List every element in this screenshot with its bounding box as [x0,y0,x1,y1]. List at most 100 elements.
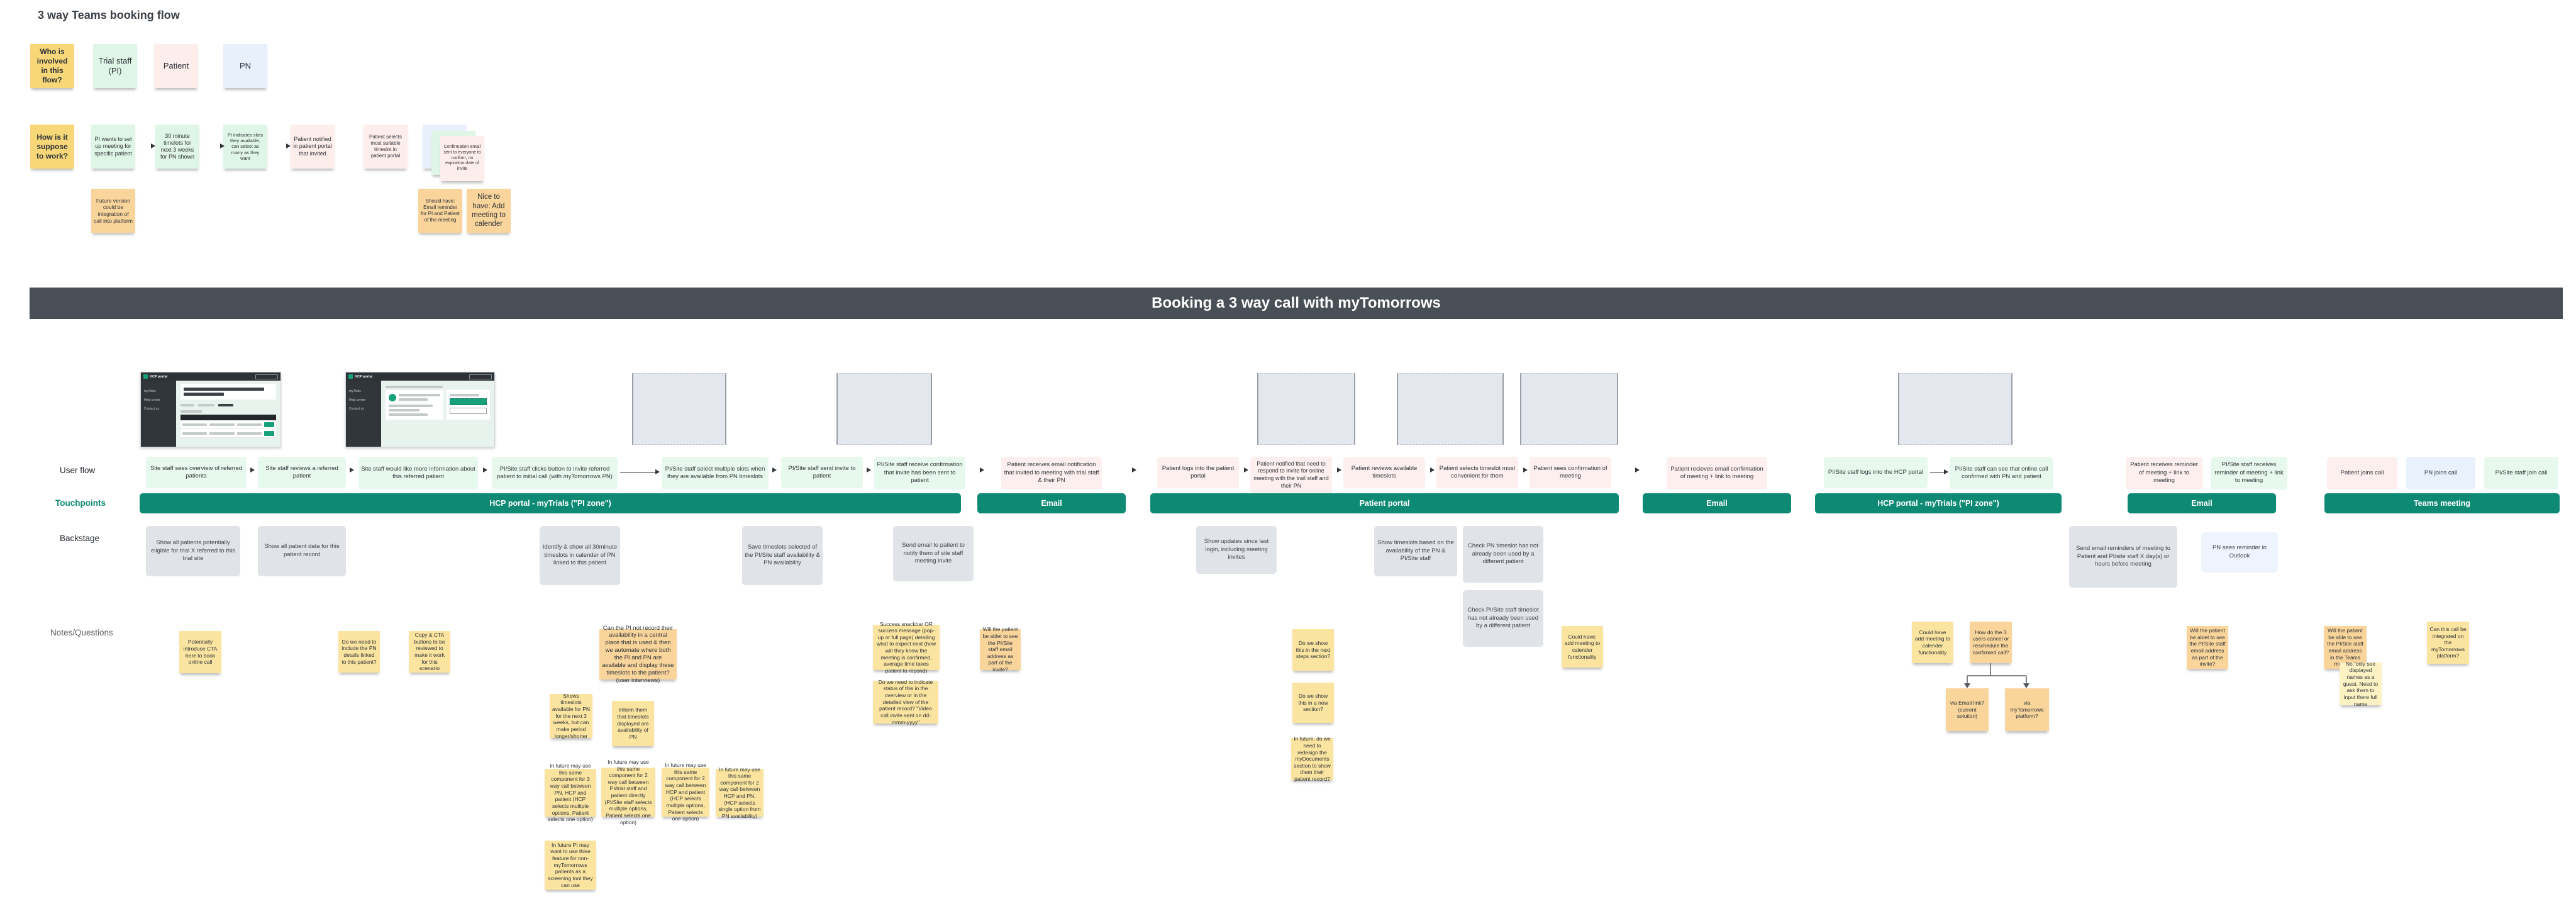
note-sticky[interactable]: In future may use this same component fo… [716,766,763,819]
backstage-card[interactable]: Show all patients potentially eligible f… [146,526,240,576]
thumb-sidebar-item: Help center [144,398,160,402]
note-sticky[interactable]: In future may use this same component fo… [545,763,596,822]
note-sticky[interactable]: Do we show this in the next steps sectio… [1292,629,1334,671]
row-label-touchpoints: Touchpoints [55,498,106,508]
note-sticky[interactable]: Shows timeslots available for PN for the… [550,693,592,739]
user-flow-step[interactable]: PI/Site staff send invite to patient [781,457,863,488]
note-sticky[interactable]: Success snackbar OR success message (pop… [873,621,940,674]
user-flow-step[interactable]: PI/Site staff receive confirmation that … [874,457,965,489]
sticky-note[interactable]: How is it suppose to work? [30,125,74,169]
note-sticky[interactable]: No, only see displayed names as a guest.… [2340,661,2382,707]
note-sticky[interactable]: In future may use this same component fo… [662,762,709,822]
thumb-app-bar: HCP portal [141,372,280,381]
sticky-note[interactable]: Future version could be integration of c… [91,189,135,233]
image-placeholder[interactable] [1898,373,2012,445]
image-placeholder[interactable] [1257,373,1355,445]
user-flow-step[interactable]: Patient sees confirmation of meeting [1530,457,1611,488]
backstage-card[interactable]: Identify & show all 30minute timeslots i… [540,526,620,585]
backstage-card[interactable]: Send email to patient to notify them of … [893,526,974,581]
note-sticky[interactable]: via myTomorrows platform? [2005,688,2049,731]
sticky-note[interactable]: Trial staff (PI) [93,44,137,88]
note-sticky[interactable]: Could have: add meeting to calender func… [1562,626,1603,668]
thumb-sidebar-item: Help center [349,398,365,402]
backstage-card[interactable]: Check PI/Site staff timeslot has not alr… [1463,590,1543,647]
backstage-card[interactable]: Show updates since last login, including… [1196,526,1277,574]
note-sticky[interactable]: Will the patient be ablet to see the PI/… [980,626,1021,673]
note-sticky[interactable]: Do we show this in a new section? [1292,683,1334,723]
user-flow-step[interactable]: Patient recieves email confirmation of m… [1667,457,1767,489]
note-sticky[interactable]: Potentially introduce CTA here to book o… [179,631,221,673]
user-flow-step[interactable]: Site staff would like more information a… [358,457,478,489]
user-flow-step[interactable]: PI/Site staff can see that online call c… [1950,457,2053,489]
backstage-card[interactable]: PN sees reminder in Outlook [2201,532,2278,573]
user-flow-step[interactable]: Patient notified that need to respond to… [1250,457,1332,493]
flow-arrow-icon [867,467,871,473]
user-flow-step[interactable]: PN joins call [2406,457,2475,489]
note-sticky[interactable]: In future, do we need to redesign the my… [1291,735,1333,782]
sticky-note[interactable]: Patient notified in patient portal that … [291,125,335,169]
user-flow-step[interactable]: Patient joins call [2327,457,2397,489]
note-sticky[interactable]: Copy & CTA buttons to be reviewed to mak… [409,631,450,673]
section-banner[interactable]: Booking a 3 way call with myTomorrows [30,288,2563,319]
user-flow-step[interactable]: Patient receives reminder of meeting + l… [2126,457,2202,489]
user-flow-step[interactable]: Patient logs into the patient portal [1157,457,1239,488]
image-placeholder[interactable] [632,373,726,445]
image-placeholder[interactable] [836,373,932,445]
sticky-note[interactable]: Patient selects most suitable timeslot i… [364,125,408,169]
note-sticky[interactable]: Do we need to include the PN details lin… [338,631,380,673]
touchpoint-bar[interactable]: Email [2128,493,2276,513]
note-sticky[interactable]: Could have add meeting to calender funct… [1912,622,1953,663]
user-flow-step[interactable]: PI/Site staff select multiple slots when… [662,457,769,489]
backstage-card[interactable]: Send email reminders of meeting to Patie… [2069,526,2177,588]
touchpoint-bar[interactable]: HCP portal - myTrials ("PI zone") [1815,493,2062,513]
note-sticky[interactable]: Can this call be integrated on the myTom… [2427,622,2469,664]
flow-arrow-icon [772,467,777,473]
user-flow-step[interactable]: PI/Site staff join call [2484,457,2558,489]
image-placeholder[interactable] [1397,373,1504,445]
note-sticky[interactable]: In future may use this same component fo… [601,759,655,825]
sticky-note[interactable]: PI indicates slots they available, can s… [223,125,267,169]
note-sticky[interactable]: How do the 3 users cancel or reschedule … [1970,622,2012,663]
sticky-note[interactable]: 30 minute timelots for next 3 weeks for … [155,125,199,169]
user-flow-step[interactable]: PI/Site staff receives reminder of meeti… [2211,457,2287,489]
user-flow-step[interactable]: Patient receives email notification that… [1001,457,1102,489]
note-sticky[interactable]: Inform them that timeslots displayed are… [612,701,654,746]
image-placeholder[interactable] [1520,373,1618,445]
touchpoint-bar[interactable]: Patient portal [1150,493,1619,513]
user-flow-step[interactable]: Patient reviews available timeslots [1343,457,1425,488]
touchpoint-bar[interactable]: HCP portal - myTrials ("PI zone") [140,493,961,513]
backstage-card[interactable]: Check PN timeslot has not already been u… [1463,526,1543,583]
app-bar-button [255,374,278,379]
user-flow-step[interactable]: PI/Site staff logs into the HCP portal [1824,457,1928,488]
backstage-card[interactable]: Save timeslots selected of the PI/Site s… [742,526,823,585]
user-flow-step[interactable]: PI/Site staff clicks button to invite re… [492,457,618,489]
sticky-note[interactable]: Nice to have: Add meeting to calender [467,189,511,233]
sticky-note[interactable]: Should have: Email reminder for PI and P… [418,189,462,233]
touchpoint-bar[interactable]: Email [977,493,1126,513]
note-sticky[interactable]: via Email link? (current solution) [1946,688,1989,731]
sticky-note[interactable]: Who is involved in this flow? [30,44,74,88]
board-title: 3 way Teams booking flow [38,9,180,21]
sticky-note[interactable]: Confirmation email sent to everyone to c… [440,136,484,181]
touchpoint-bar[interactable]: Teams meeting [2324,493,2560,513]
user-flow-step[interactable]: Patient selects timeslot most convenient… [1436,457,1518,488]
user-flow-step[interactable]: Site staff sees overview of referred pat… [146,457,247,488]
touchpoint-bar[interactable]: Email [1643,493,1791,513]
note-sticky[interactable]: Will the patient be able to see the PI/S… [2324,626,2367,669]
user-flow-step[interactable]: Site staff reviews a referred patient [258,457,346,488]
note-sticky[interactable]: Will the patient be ablet to see the PI/… [2187,626,2228,669]
backstage-card[interactable]: Show all patient data for this patient r… [258,526,346,576]
note-sticky[interactable]: In future PI may want to use thise featu… [545,841,596,890]
thumb-sidebar-item: Contact us [144,407,159,411]
sticky-note[interactable]: Patient [154,44,198,88]
note-sticky[interactable]: Can the PI not record their availability… [599,625,677,684]
sticky-note[interactable]: PN [223,44,267,88]
sticky-note[interactable]: PI wants to set up meeting for specific … [91,125,135,169]
backstage-card[interactable]: Show timeslots based on the availability… [1374,526,1457,576]
flow-line-arrow [1930,469,1948,474]
note-sticky[interactable]: Do we need to indicate status of this in… [873,679,938,725]
